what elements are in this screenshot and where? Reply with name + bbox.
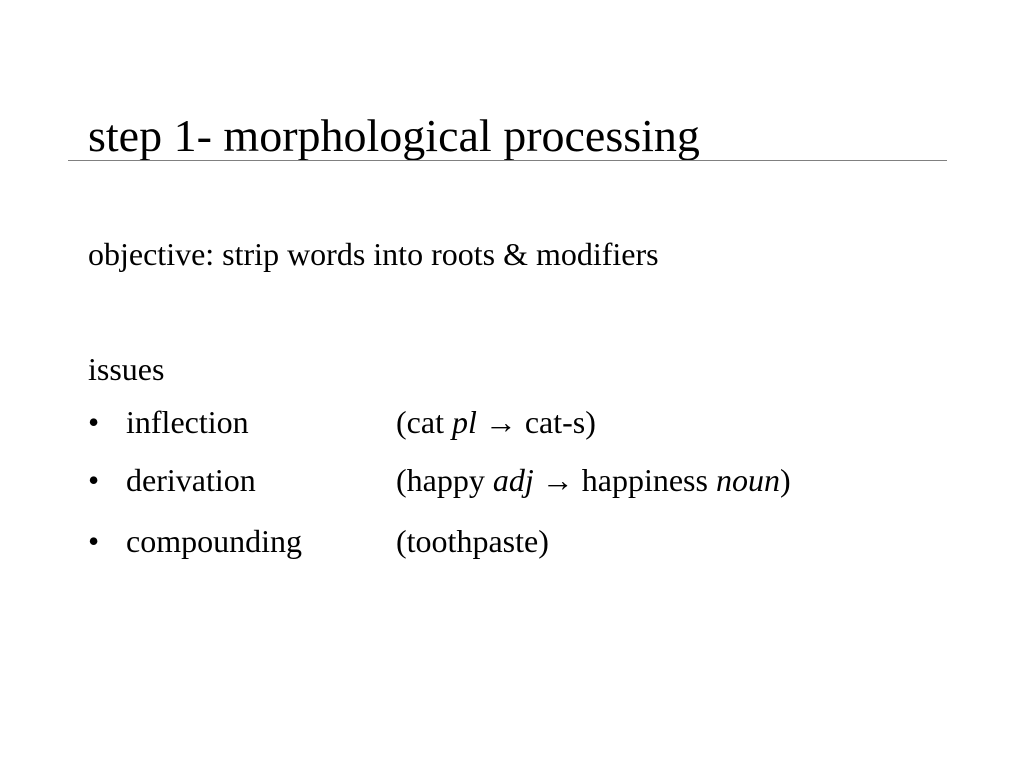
example-open: (toothpaste [396, 523, 539, 559]
issue-term: inflection [126, 404, 249, 440]
example-tag: adj [492, 462, 534, 498]
issue-example: (toothpaste) [396, 521, 549, 561]
example-result: cat-s [524, 404, 586, 440]
issue-term: derivation [126, 462, 256, 498]
example-close: ) [585, 404, 596, 440]
example-open: (happy [396, 462, 493, 498]
example-close: ) [538, 523, 549, 559]
issue-example: (happy adj → happiness noun) [396, 460, 791, 500]
example-result-tag: noun [715, 462, 780, 498]
issue-term: compounding [126, 523, 302, 559]
example-arrow: → [476, 404, 525, 440]
slide-title: step 1- morphological processing [88, 110, 700, 161]
title-divider [68, 160, 947, 161]
example-arrow: → [533, 462, 582, 498]
issues-heading: issues [88, 351, 165, 387]
bullet-icon: • [88, 404, 100, 440]
bullet-icon: • [88, 462, 100, 498]
example-close: ) [779, 462, 791, 498]
example-result: happiness [581, 462, 716, 498]
objective-text: objective: strip words into roots & modi… [88, 236, 659, 272]
issue-example: (cat pl → cat-s) [396, 402, 596, 442]
example-tag: pl [451, 404, 477, 440]
bullet-icon: • [88, 523, 100, 559]
example-open: (cat [396, 404, 452, 440]
